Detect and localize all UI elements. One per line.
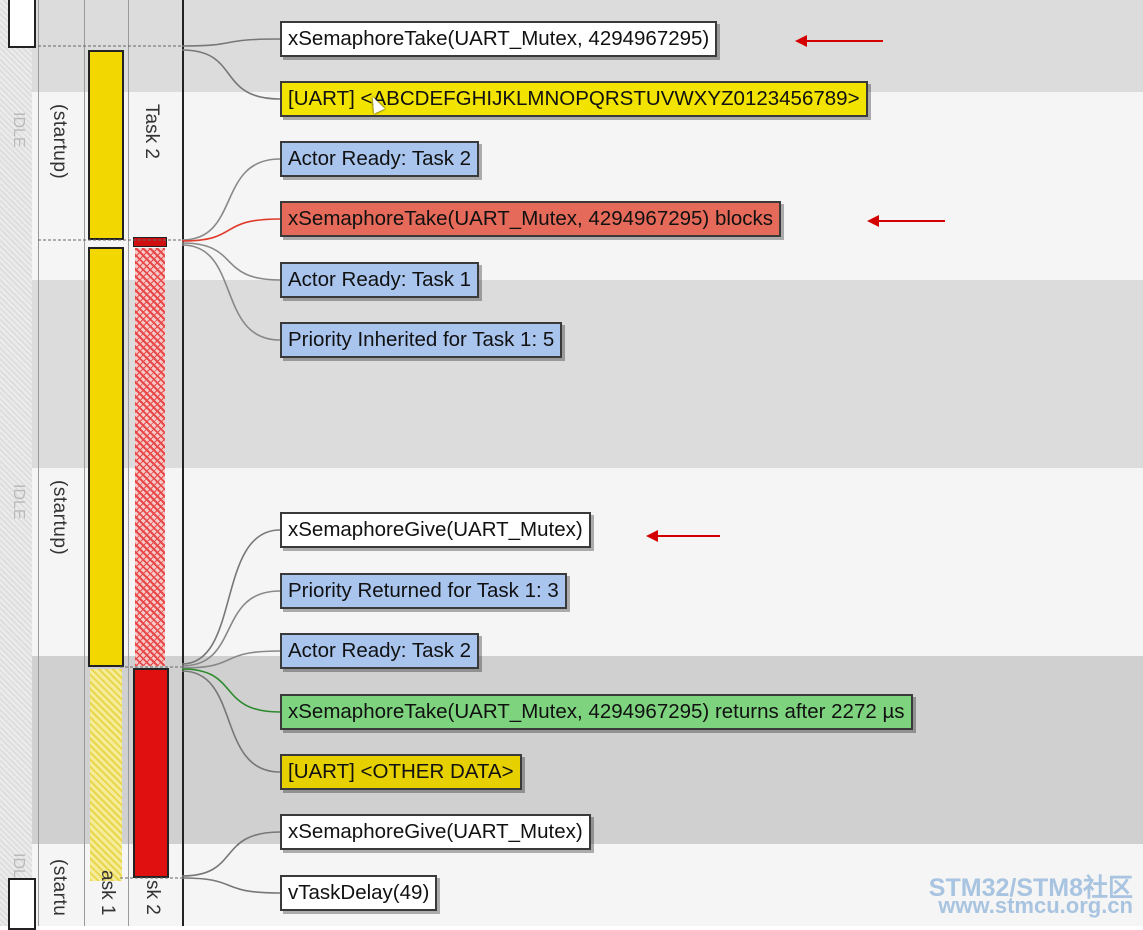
- annotation-arrow-icon: [867, 215, 945, 227]
- event-label[interactable]: [UART] <ABCDEFGHIJKLMNOPQRSTUVWXYZ012345…: [280, 81, 868, 117]
- connector-line: [181, 670, 281, 773]
- annotation-arrow-icon: [646, 530, 720, 542]
- event-label[interactable]: Priority Returned for Task 1: 3: [280, 573, 567, 609]
- row-band: [0, 844, 1143, 926]
- row-band: [0, 468, 1143, 656]
- task1-execution-bar[interactable]: [88, 50, 124, 240]
- event-label[interactable]: Priority Inherited for Task 1: 5: [280, 322, 563, 358]
- task2-label: Task 2: [141, 103, 162, 159]
- task2-blocked-bar[interactable]: [135, 248, 165, 666]
- connector-line: [181, 244, 281, 341]
- idle-label: IDLE: [10, 484, 27, 520]
- annotation-arrow-icon: [795, 35, 883, 47]
- row-band: [0, 280, 1143, 468]
- connector-line: [181, 877, 281, 894]
- task1-ready-bar[interactable]: [90, 669, 122, 881]
- event-label[interactable]: Actor Ready: Task 1: [280, 262, 480, 298]
- connector-line: [181, 668, 281, 713]
- event-label[interactable]: xSemaphoreTake(UART_Mutex, 4294967295): [280, 21, 718, 57]
- watermark-title: STM32/STM8社区: [928, 874, 1133, 902]
- connector-line: [181, 38, 281, 47]
- lane-separator: [38, 0, 39, 926]
- connector-line: [181, 218, 281, 242]
- task2-execution-bar[interactable]: [133, 237, 167, 247]
- connector-line: [181, 831, 281, 877]
- idle-lane: [0, 0, 32, 926]
- connector-line: [181, 650, 281, 669]
- startup-label: (startup): [49, 480, 70, 556]
- timeline-axis: [182, 0, 184, 926]
- event-label[interactable]: Actor Ready: Task 2: [280, 633, 480, 669]
- lane-separator: [84, 0, 85, 926]
- task1-execution-bar[interactable]: [88, 247, 124, 667]
- selection-marker: [8, 878, 36, 930]
- watermark-url: www.stmcu.org.cn: [938, 893, 1133, 918]
- event-label[interactable]: Actor Ready: Task 2: [280, 141, 480, 177]
- startup-label: (startup): [49, 104, 70, 180]
- connector-line: [181, 529, 281, 665]
- startup-label: (startu: [49, 859, 70, 917]
- idle-label: IDLE: [10, 112, 27, 148]
- connector-line: [181, 158, 281, 241]
- connector-line: [181, 49, 281, 100]
- task2-label: sk 2: [142, 879, 163, 915]
- event-label[interactable]: xSemaphoreGive(UART_Mutex): [280, 512, 591, 548]
- selection-marker: [8, 0, 36, 48]
- event-label[interactable]: vTaskDelay(49): [280, 875, 438, 911]
- event-label[interactable]: xSemaphoreGive(UART_Mutex): [280, 814, 591, 850]
- lane-separator: [128, 0, 129, 926]
- connector-line: [181, 590, 281, 667]
- task2-execution-bar[interactable]: [133, 668, 169, 878]
- event-label[interactable]: xSemaphoreTake(UART_Mutex, 4294967295) r…: [280, 694, 913, 730]
- task1-label: ask 1: [97, 870, 118, 916]
- event-label[interactable]: xSemaphoreTake(UART_Mutex, 4294967295) b…: [280, 201, 782, 237]
- event-label[interactable]: [UART] <OTHER DATA>: [280, 754, 522, 790]
- row-band: [0, 656, 1143, 844]
- row-band: [0, 92, 1143, 280]
- connector-line: [181, 242, 281, 281]
